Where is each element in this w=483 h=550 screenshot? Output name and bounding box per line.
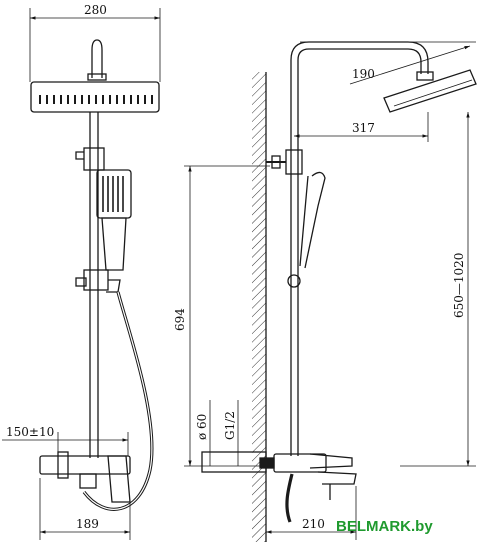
wall-hatch [252, 72, 266, 542]
shower-hose [82, 291, 154, 511]
head-connector [87, 73, 107, 81]
hand-shower-handle [101, 217, 127, 271]
dim-label-mixer-depth: 189 [76, 517, 99, 531]
side-mixer-lever [309, 453, 353, 469]
bath-spout [79, 473, 97, 489]
dim-label-head-width: 280 [84, 3, 107, 17]
side-hose [285, 473, 294, 523]
front-view [2, 8, 161, 540]
side-head-connector [416, 71, 434, 81]
dim-label-connector-dia: ø 60 [195, 414, 209, 440]
dim-label-adjust-range: 650—1020 [452, 253, 466, 318]
side-mixer-body [273, 453, 327, 473]
front-arm [91, 39, 103, 78]
side-rain-head [383, 69, 477, 113]
side-spout [317, 471, 357, 485]
dim-label-thread: G1/2 [223, 411, 237, 440]
side-view [184, 41, 477, 542]
watermark-logo: BELMARK.by [336, 518, 433, 535]
mixer-body [39, 455, 131, 475]
head-face-line [393, 79, 473, 107]
dim-line-190 [349, 45, 471, 85]
head-nozzles [39, 95, 153, 104]
dim-label-center-distance: 150±10 [6, 425, 54, 439]
mixer-lever [107, 455, 131, 503]
side-diverter [285, 149, 303, 175]
dim-label-spout-reach: 210 [302, 517, 325, 531]
rail-diverter [83, 147, 105, 171]
wall-bracket-plate [271, 155, 281, 169]
slider-knob [75, 277, 87, 287]
slider-bracket [106, 279, 121, 293]
side-slider [287, 274, 301, 288]
mixer-cap-left [57, 451, 69, 479]
side-hand-handle [299, 175, 309, 267]
hand-shower-nozzles [102, 176, 124, 212]
dim-label-arm-reach: 317 [352, 121, 375, 135]
side-hand-shower [304, 171, 326, 269]
side-arm-inner [297, 48, 422, 74]
diverter-knob [75, 151, 84, 160]
rain-shower-head [30, 81, 160, 113]
dim-label-rail-height: 694 [173, 308, 187, 331]
hand-shower-face [96, 169, 132, 219]
shower-hose-inner [83, 291, 153, 510]
slider-holder [83, 269, 109, 291]
connector-nut [259, 457, 275, 469]
dim-label-head-width-side: 190 [352, 67, 375, 81]
